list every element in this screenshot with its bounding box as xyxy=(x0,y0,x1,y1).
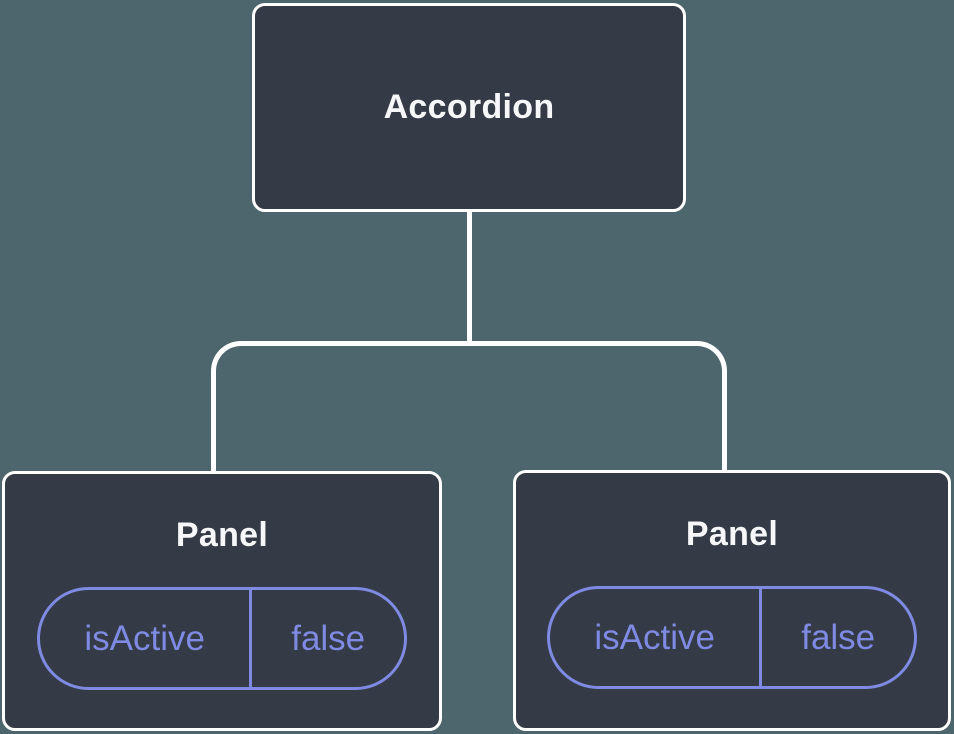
accordion-node-label: Accordion xyxy=(383,88,555,126)
connector-stem xyxy=(467,210,472,346)
panel-left-state-value: false xyxy=(291,618,366,658)
panel-left-state-pill: isActive false xyxy=(37,587,407,690)
panel-right-label: Panel xyxy=(685,515,779,553)
accordion-node: Accordion xyxy=(252,3,686,212)
panel-node-left: Panel isActive false xyxy=(2,471,442,731)
panel-left-label: Panel xyxy=(175,516,269,554)
panel-right-state-key: isActive xyxy=(550,589,763,686)
panel-left-state-key: isActive xyxy=(40,590,253,687)
panel-right-state-value: false xyxy=(801,617,876,657)
panel-right-state-pill: isActive false xyxy=(547,586,917,689)
panel-node-right: Panel isActive false xyxy=(513,470,951,731)
connector-bracket xyxy=(211,341,727,472)
